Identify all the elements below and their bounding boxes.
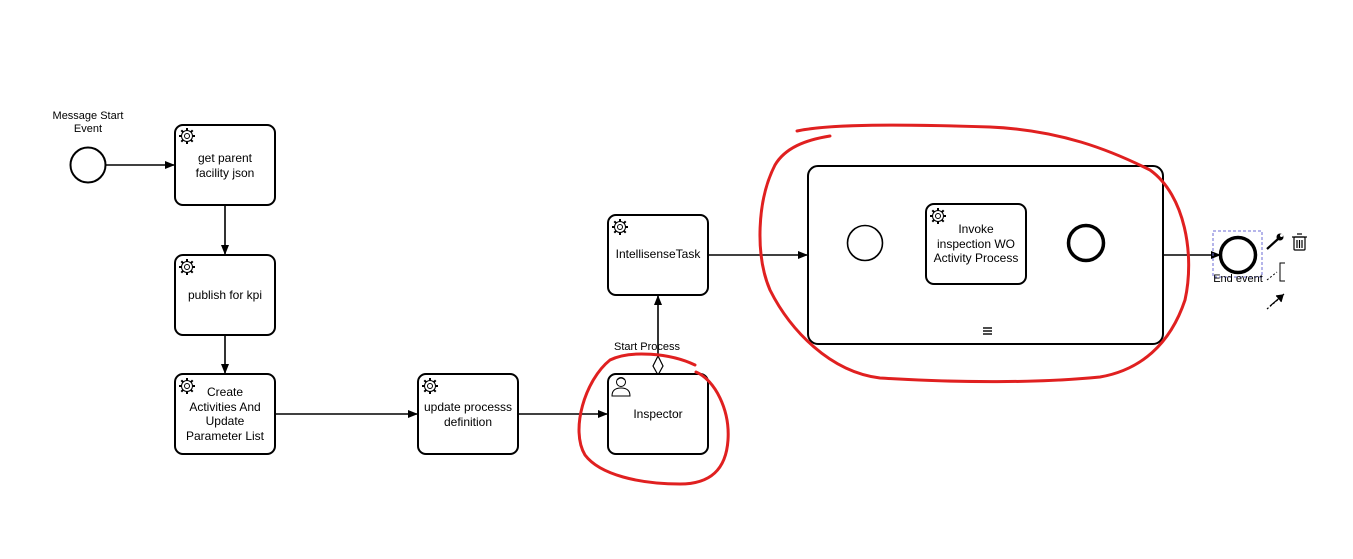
task-intellisense[interactable] bbox=[607, 214, 709, 296]
task-invoke-inspection[interactable] bbox=[925, 203, 1027, 285]
update-process-label: update processs definition bbox=[423, 400, 513, 429]
intellisense-label: IntellisenseTask bbox=[615, 247, 701, 261]
gear-icon bbox=[178, 127, 196, 145]
inner-end-event[interactable] bbox=[1066, 223, 1106, 263]
task-create-activities[interactable] bbox=[174, 373, 276, 455]
task-get-parent-facility-json[interactable] bbox=[174, 124, 276, 206]
inner-start-event[interactable] bbox=[846, 224, 884, 262]
gear-icon bbox=[421, 377, 439, 395]
gear-icon bbox=[178, 258, 196, 276]
publish-kpi-label: publish for kpi bbox=[187, 288, 263, 302]
task-update-process-definition[interactable] bbox=[417, 373, 519, 455]
message-start-event-label: Message Start Event bbox=[52, 110, 124, 135]
start-process-label: Start Process bbox=[613, 341, 681, 353]
text-annotation-icon[interactable] bbox=[1266, 262, 1285, 282]
wrench-icon[interactable] bbox=[1266, 233, 1284, 250]
message-start-event[interactable] bbox=[69, 146, 107, 184]
task-publish-for-kpi[interactable] bbox=[174, 254, 276, 336]
trash-icon[interactable] bbox=[1292, 233, 1307, 251]
get-parent-label: get parent facility json bbox=[195, 151, 255, 180]
default-flow-marker bbox=[652, 354, 664, 377]
end-event[interactable] bbox=[1218, 235, 1258, 275]
selection-outline bbox=[1212, 230, 1263, 278]
red-annotation-marks bbox=[577, 123, 1191, 486]
end-event-label: End event bbox=[1213, 273, 1263, 285]
gear-icon bbox=[611, 218, 629, 236]
invoke-inspection-label: Invoke inspection WO Activity Process bbox=[933, 222, 1019, 265]
create-activities-label: Create Activities And Update Parameter L… bbox=[185, 385, 265, 443]
user-icon bbox=[611, 377, 631, 397]
connect-arrow-icon[interactable] bbox=[1266, 293, 1285, 310]
inspector-label: Inspector bbox=[633, 407, 683, 421]
hamburger-icon[interactable] bbox=[983, 327, 992, 335]
task-inspector[interactable] bbox=[607, 373, 709, 455]
